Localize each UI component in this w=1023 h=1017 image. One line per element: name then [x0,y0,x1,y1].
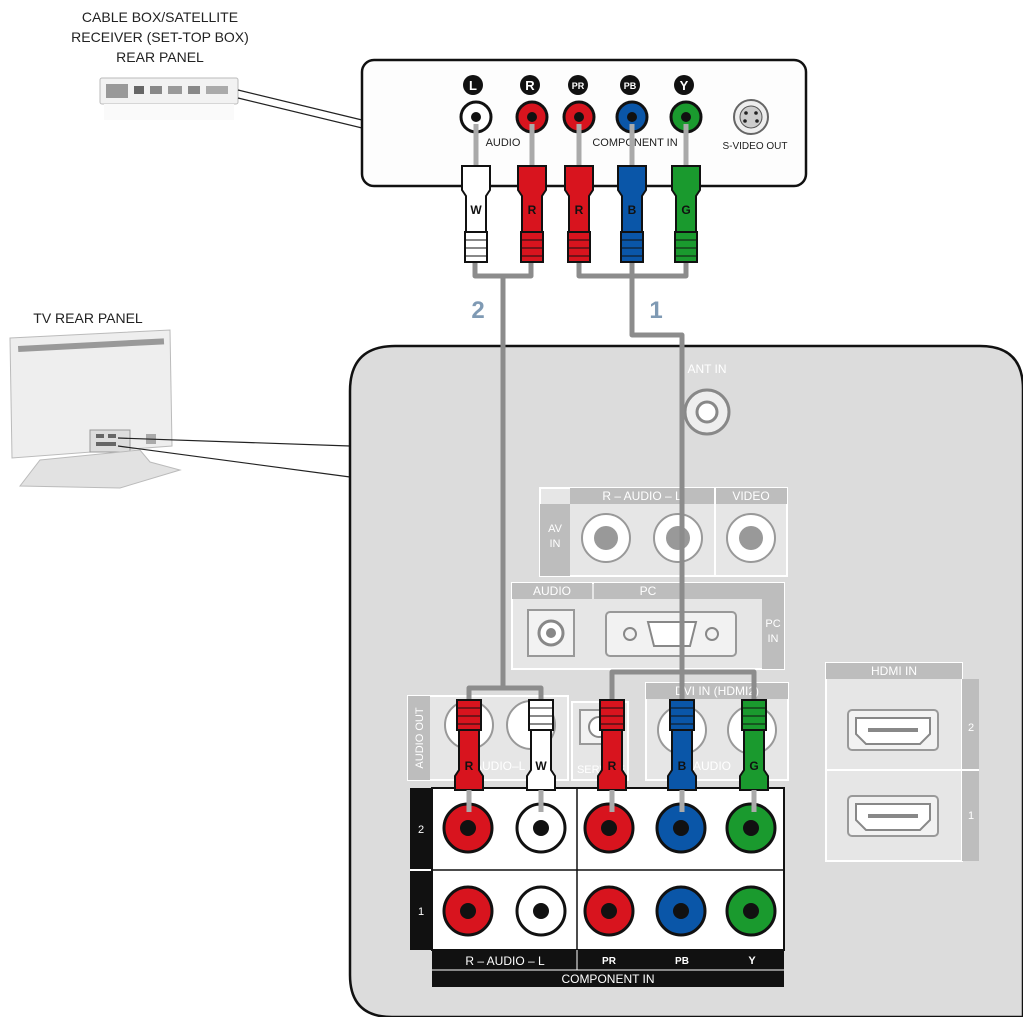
settop-caption-line-1: CABLE BOX/SATELLITE [82,9,238,25]
av-in-block: R – AUDIO – L VIDEO AV IN [539,487,788,577]
tv-leader-line-bottom [117,445,351,478]
component-jacks-row-1 [442,885,777,937]
settop-plug-white[interactable]: W [461,165,491,263]
settop-plug-letter-w: W [470,203,482,217]
cable-audio [466,262,544,700]
tv-plug-red-pr[interactable]: R [597,699,627,812]
tv-plug-letter-g: G [749,759,758,773]
dvi-label: DVI IN (HDMI2) [675,684,759,698]
tv-plug-letter-r-audio: R [465,759,474,773]
ant-in-jack[interactable] [683,388,731,436]
pc-vga-port[interactable] [605,611,737,657]
component-in-label: COMPONENT IN [561,972,654,986]
component-row-label-2: 2 [418,824,424,836]
tv-plug-red-audio[interactable]: R [454,699,484,812]
tv-plug-letter-b: B [678,759,687,773]
tv-plug-green[interactable]: G [739,699,769,812]
settop-letter-pr: PR [572,81,585,91]
av-in-label-2: IN [550,538,561,550]
dvi-block: DVI IN (HDMI2) AUDIO [645,682,789,781]
tv-jack-row2-y[interactable] [725,802,777,854]
settop-plug-letter-r-pr: R [575,203,584,217]
settop-audio-label: AUDIO [486,137,521,149]
pc-in-label-1: PC [765,618,780,630]
dvi-audio-label: AUDIO [693,759,731,773]
av-video-label: VIDEO [732,489,769,503]
settop-box-thumbnail [99,77,239,120]
tv-plugs: R W R B G [454,699,769,812]
component-bottom-audio-label: R – AUDIO – L [465,954,545,968]
cable-number-audio: 2 [471,297,484,324]
settop-svideo-label: S-VIDEO OUT [722,141,787,152]
component-bottom-pb-label: PB [675,956,689,967]
component-bottom-pr-label: PR [602,956,617,967]
component-bottom-y-label: Y [748,955,756,967]
tv-caption: TV REAR PANEL [33,310,143,326]
settop-letter-pb: PB [624,81,637,91]
tv-plug-letter-w: W [535,759,547,773]
settop-plug-blue[interactable]: B [617,165,647,263]
av-video-jack[interactable] [726,513,776,563]
av-audio-l-jack[interactable] [653,513,703,563]
hdmi-port-1[interactable] [847,795,939,837]
settop-caption-line-2: RECEIVER (SET-TOP BOX) [71,29,249,45]
tv-plug-white[interactable]: W [526,699,556,812]
settop-plug-letter-g: G [681,203,690,217]
cable-number-component: 1 [649,297,662,324]
av-audio-r-jack[interactable] [581,513,631,563]
av-audio-label: R – AUDIO – L [602,489,682,503]
settop-caption: CABLE BOX/SATELLITE RECEIVER (SET-TOP BO… [71,9,249,65]
pc-audio-label: AUDIO [533,584,571,598]
tv-jack-row1-pb[interactable] [655,885,707,937]
settop-rear-panel: L R PR PB Y AU [360,58,808,188]
tv-jack-row2-pb[interactable] [655,802,707,854]
tv-jack-row1-audio-r[interactable] [442,885,494,937]
settop-jack-letters: L R PR PB Y [463,75,694,95]
tv-jack-row2-audio-l[interactable] [515,802,567,854]
tv-leader-line-top [117,437,351,447]
tv-plug-blue[interactable]: B [667,699,697,812]
settop-letter-r: R [525,78,535,93]
ant-in-label: ANT IN [687,362,726,376]
pc-audio-jack[interactable] [527,609,575,657]
settop-caption-line-3: REAR PANEL [116,49,204,65]
settop-component-label: COMPONENT IN [592,137,677,149]
settop-plugs: W R R B G [461,165,701,263]
pc-block: AUDIO PC PC IN [511,582,785,670]
tv-jack-row1-audio-l[interactable] [515,885,567,937]
settop-letter-l: L [469,78,477,93]
tv-jack-row2-pr[interactable] [583,802,635,854]
tv-thumbnail [9,329,182,489]
settop-jack-pr[interactable] [562,100,596,134]
audio-out-label: AUDIO OUT [414,707,426,768]
component-row-label-1: 1 [418,906,424,918]
settop-plug-red-pr[interactable]: R [564,165,594,263]
component-jacks-row-2 [442,802,777,854]
cable-component [576,262,757,700]
hdmi-port-label-2: 2 [968,722,974,734]
tv-jack-row1-y[interactable] [725,885,777,937]
tv-plug-letter-r-pr: R [608,759,617,773]
settop-svideo-jack[interactable] [733,99,769,135]
hdmi-block: HDMI IN 2 1 [825,662,979,862]
settop-plug-letter-r-audio: R [528,203,537,217]
hdmi-label: HDMI IN [871,664,917,678]
settop-letter-y: Y [680,78,689,93]
settop-leader-line-top [237,89,363,121]
av-in-label-1: AV [548,523,563,535]
settop-leader-line-bottom [237,97,363,129]
hdmi-port-2[interactable] [847,709,939,751]
tv-jack-row1-pr[interactable] [583,885,635,937]
pc-label: PC [640,584,657,598]
hdmi-port-label-1: 1 [968,810,974,822]
settop-plug-letter-b: B [628,203,637,217]
settop-plug-red-audio[interactable]: R [517,165,547,263]
settop-plug-green[interactable]: G [671,165,701,263]
pc-in-label-2: IN [768,633,779,645]
